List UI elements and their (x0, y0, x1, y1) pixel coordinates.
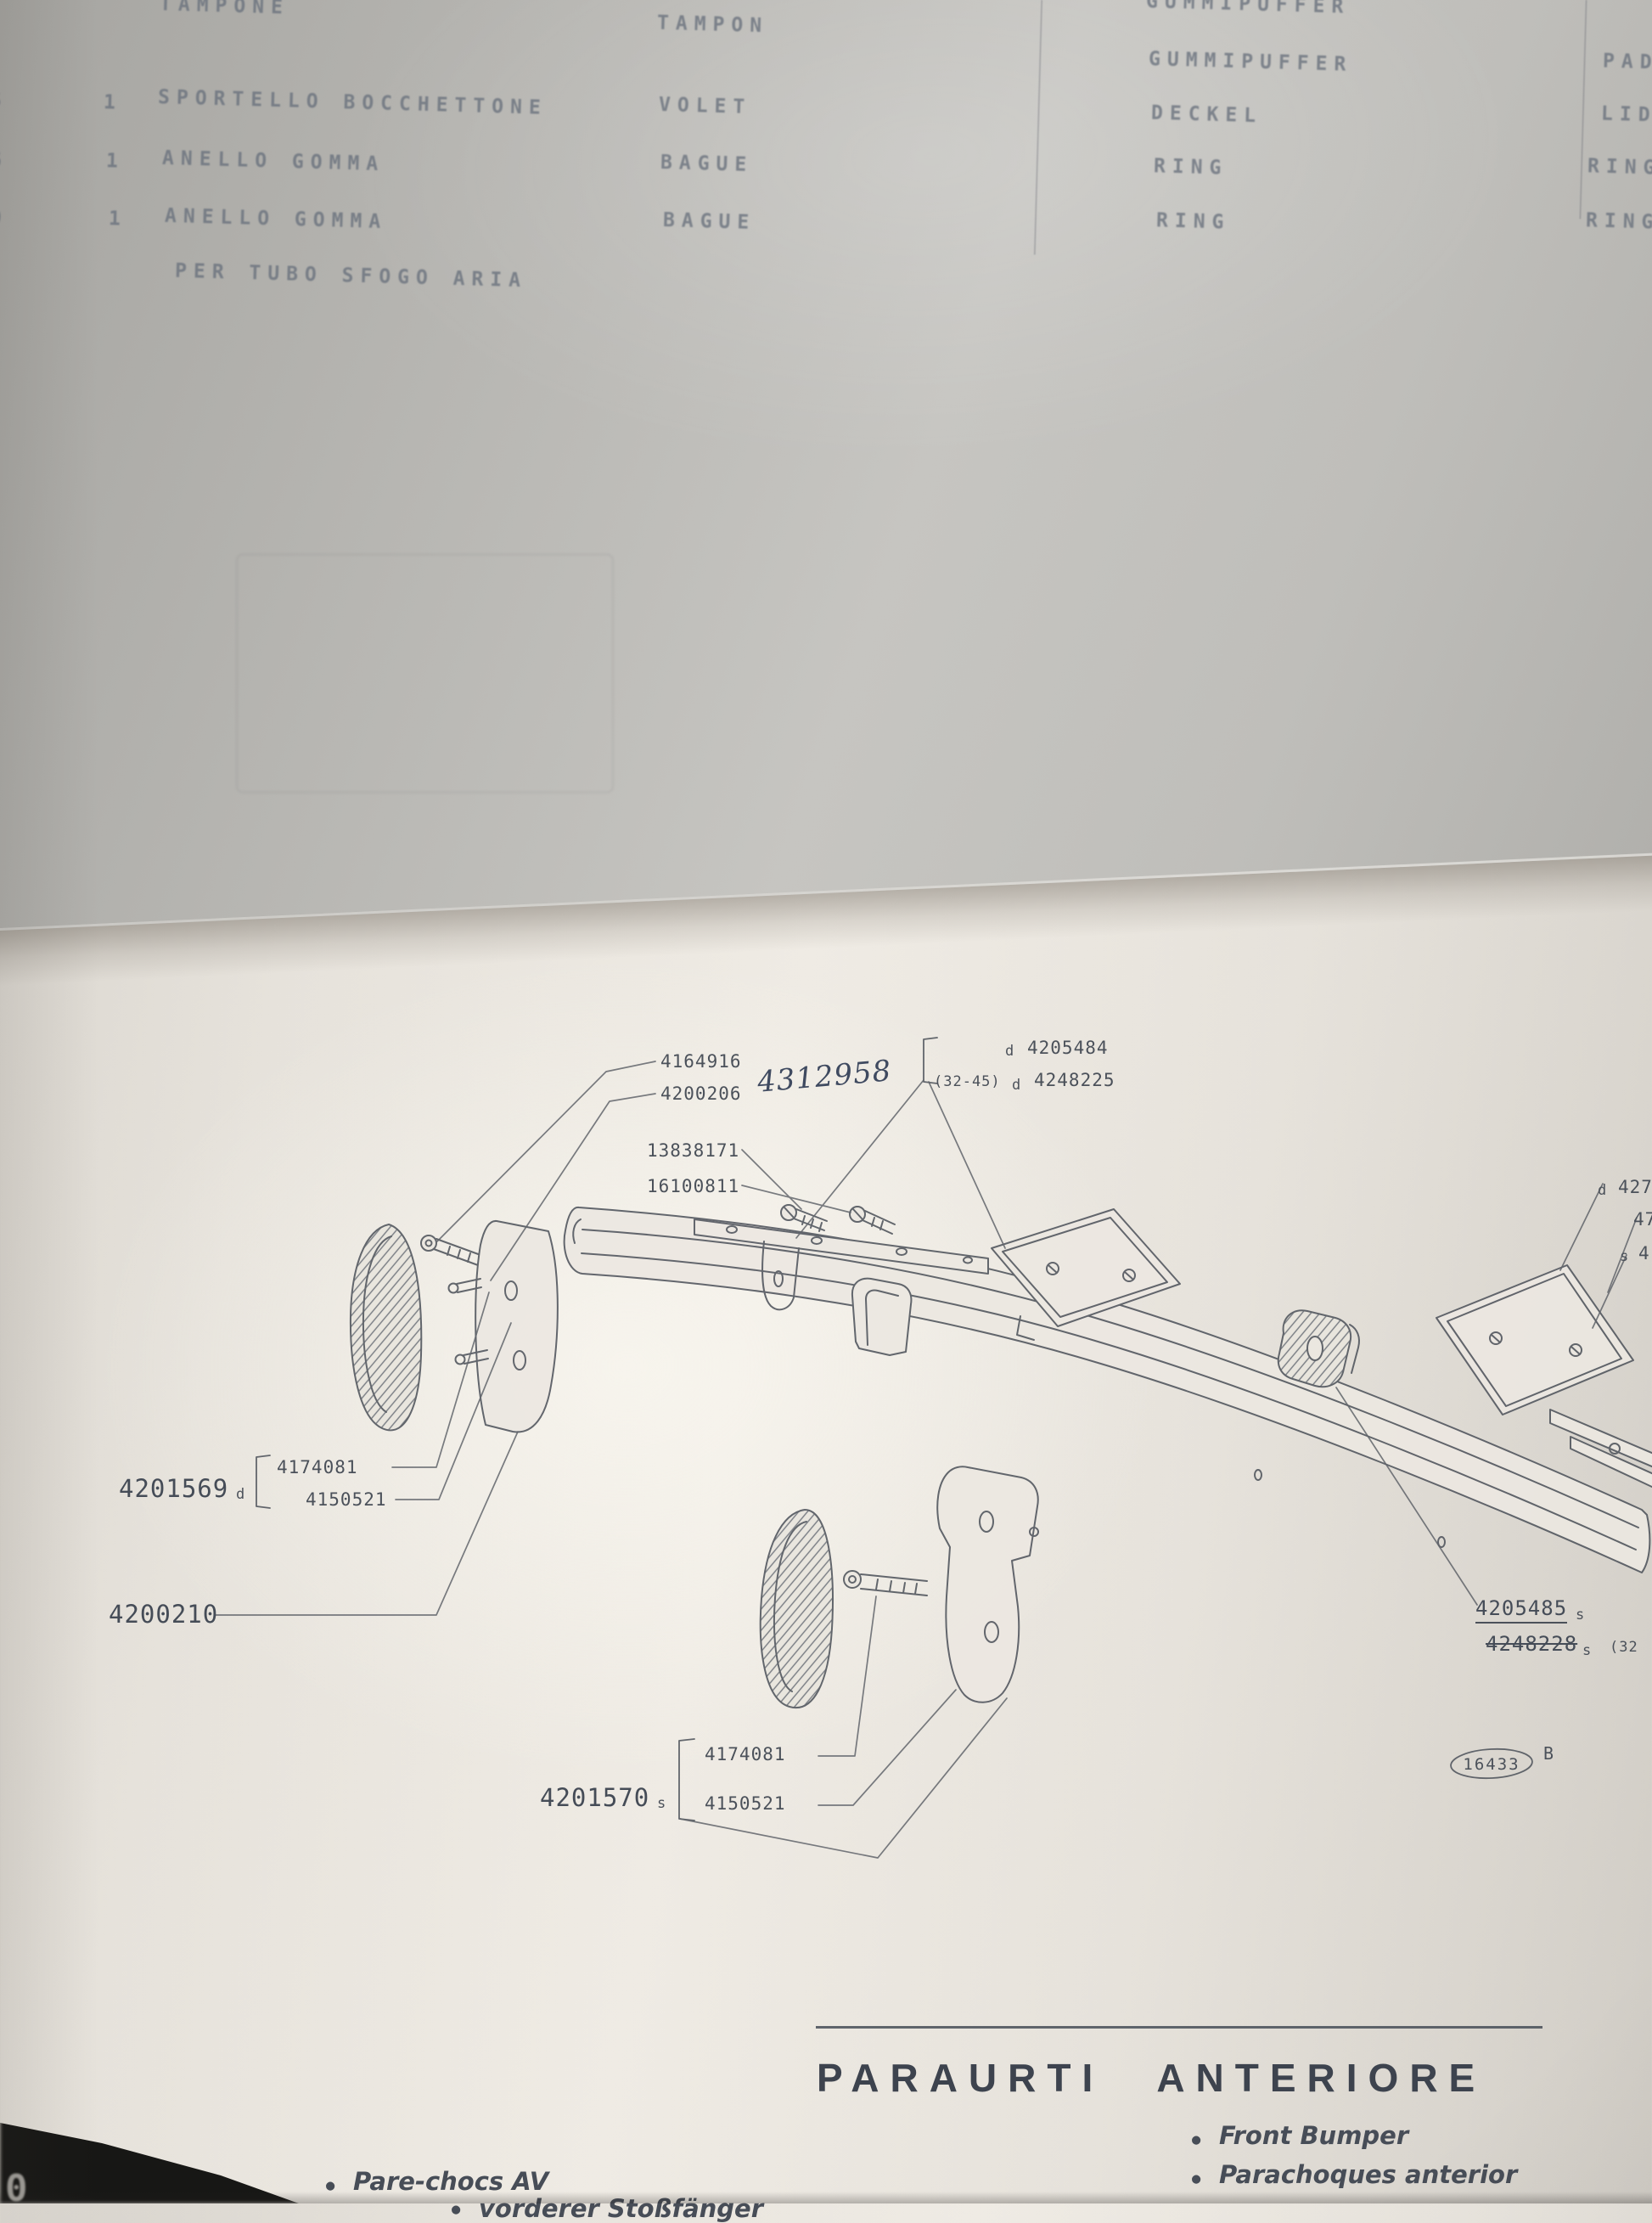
part-number-clipped: 427 (1618, 1177, 1652, 1197)
side-prefix: s (1582, 1642, 1593, 1659)
assembly-number: 4201569 (119, 1474, 229, 1503)
name-italian: TAMPONE (159, 0, 290, 20)
title-divider-line (816, 2026, 1542, 2029)
bullet-icon: ● (1192, 2131, 1201, 2148)
name-german: GUMMIPUFFER (1145, 0, 1351, 19)
table-edge-digit: 5 (0, 89, 9, 113)
part-number-clipped: 4 (1638, 1243, 1650, 1263)
assembly-number: 4201570 (540, 1783, 650, 1812)
caption-spanish: Parachoques anterior (1219, 2160, 1518, 2189)
caption-french: Pare-chocs AV (353, 2167, 549, 2196)
name-italian: ANELLO GOMMA (164, 205, 388, 234)
name-italian: ANELLO GOMMA (161, 147, 385, 176)
year-range: (32-45) (934, 1073, 1001, 1090)
name-german: RING (1153, 155, 1228, 180)
left-overrider-bracket (447, 1219, 559, 1433)
assembly-number-struck: 4248228 (1486, 1632, 1578, 1656)
page-title: PARAURTI ANTERIORE (817, 2056, 1486, 2100)
name-english-clipped: RING (1585, 209, 1652, 234)
leader-lines (215, 1061, 1638, 1859)
table-edge-digit: 6 (0, 149, 9, 172)
name-english-clipped: RING (1587, 155, 1652, 180)
name-french: BAGUE (660, 151, 754, 177)
assembly-number: 4200210 (109, 1600, 219, 1629)
part-number: 4150521 (705, 1793, 786, 1814)
qty-cell: 1 (105, 149, 126, 173)
mounting-bolt-2 (849, 1206, 896, 1235)
side-prefix: d (236, 1486, 246, 1503)
side-prefix: s (1620, 1248, 1630, 1265)
name-italian: PER TUBO SFOGO ARIA (174, 260, 528, 292)
assembly-number: 4205485 (1475, 1596, 1568, 1624)
qty-cell: 1 (108, 207, 128, 231)
name-french: TAMPON (656, 12, 769, 37)
print-bleed-through (236, 554, 614, 793)
name-german: RING (1155, 209, 1231, 234)
name-italian: SPORTELLO BOCCHETTONE (157, 86, 548, 120)
part-number: 4174081 (705, 1744, 786, 1764)
bullet-icon: ● (326, 2177, 335, 2194)
left-overrider-bolt (420, 1235, 491, 1269)
part-number: 4164916 (660, 1051, 742, 1072)
year-range-clipped: (32 (1610, 1639, 1638, 1656)
name-french: BAGUE (662, 209, 756, 234)
center-clamp (851, 1277, 913, 1356)
name-french: VOLET (658, 93, 752, 119)
stamp-letter: B (1543, 1743, 1554, 1764)
bullet-icon: ● (1192, 2170, 1201, 2187)
table-edge-digit: 0 (0, 206, 9, 230)
part-number: 4248225 (1034, 1070, 1115, 1090)
lower-overrider-pad (759, 1509, 834, 1709)
side-prefix: d (1012, 1077, 1022, 1094)
name-english-clipped: LID (1600, 103, 1652, 127)
side-prefix: d (1005, 1043, 1015, 1060)
part-number: 16100811 (647, 1176, 740, 1196)
table-column-rule (1579, 0, 1587, 219)
part-number: 4174081 (277, 1457, 358, 1477)
side-prefix: s (1576, 1607, 1586, 1624)
name-german: GUMMIPUFFER (1148, 48, 1353, 76)
mounting-bolt-1 (780, 1204, 828, 1232)
part-number: 4150521 (306, 1489, 387, 1510)
lower-overrider-bolt (843, 1570, 928, 1596)
bullet-icon: ● (452, 2201, 461, 2218)
stamp-number: 16433 (1463, 1755, 1520, 1774)
part-number-clipped: 47 (1633, 1209, 1652, 1230)
part-number: 13838171 (647, 1140, 740, 1161)
name-english-clipped: PAD (1602, 50, 1652, 74)
caption-english: Front Bumper (1219, 2121, 1409, 2150)
top-bracket-bar (694, 1218, 989, 1311)
name-german: DECKEL (1150, 102, 1263, 127)
inner-bracket-plate-left (991, 1208, 1181, 1341)
part-number: 4205484 (1027, 1038, 1109, 1058)
part-number: 4200206 (660, 1083, 742, 1104)
lower-overrider-bracket (936, 1466, 1039, 1703)
left-overrider-pad (349, 1224, 423, 1432)
page-number-fragment: 0 (5, 2167, 28, 2210)
stamp-oval (1450, 1747, 1533, 1780)
bottom-edge-shadow (0, 2192, 1652, 2203)
side-prefix: d (1598, 1182, 1608, 1199)
table-column-rule (1033, 0, 1043, 255)
parts-name-table: 5 6 0 1 1 1 TAMPONE SPORTELLO BOCCHETTON… (0, 0, 1652, 934)
inner-bracket-plate-right (1436, 1264, 1652, 1489)
qty-cell: 1 (103, 91, 123, 115)
side-prefix: s (657, 1795, 667, 1812)
rubber-buffer-pad (1277, 1309, 1360, 1388)
